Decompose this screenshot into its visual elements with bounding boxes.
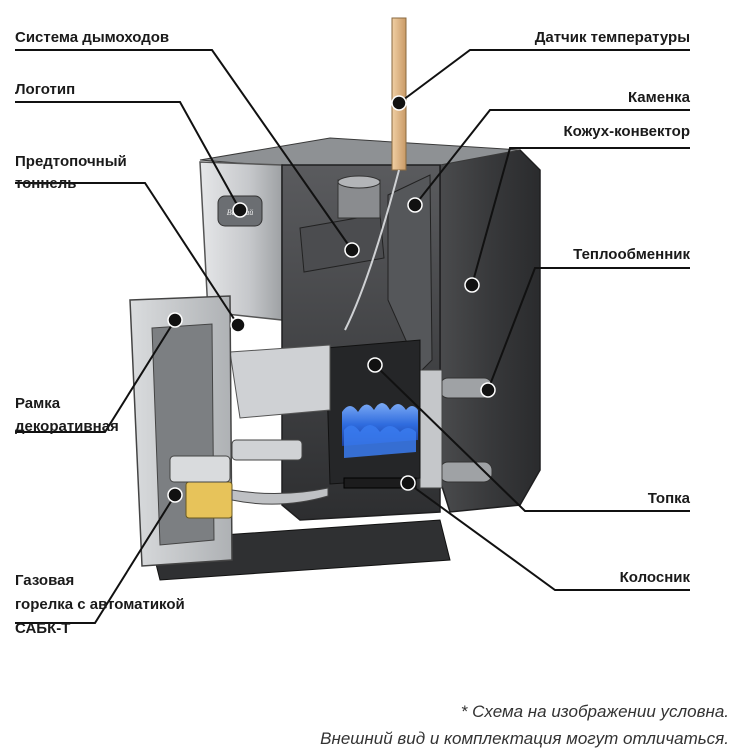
label-heat-exchanger: Теплообменник xyxy=(573,246,690,263)
temperature-sensor xyxy=(344,17,407,331)
stove-illustration: Везувий xyxy=(129,17,541,581)
footnote-line1: * Схема на изображении условна. xyxy=(460,702,729,721)
label-frame-line2: декоративная xyxy=(15,418,119,435)
label-convector: Кожух-конвектор xyxy=(563,123,691,140)
label-burner-line1: Газовая xyxy=(15,572,75,589)
label-frame-line1: Рамка xyxy=(15,395,61,412)
footnote-line2: Внешний вид и комплектация могут отличат… xyxy=(320,729,729,748)
label-temp-sensor: Датчик температуры xyxy=(534,29,690,46)
label-burner-line2: горелка с автоматикой xyxy=(15,596,185,613)
gas-burner-assembly xyxy=(169,439,329,519)
callout-dots xyxy=(167,95,496,503)
callout-lines xyxy=(15,49,690,624)
label-grate: Колосник xyxy=(619,569,690,586)
label-burner-line3: САБК-Т xyxy=(15,620,71,637)
label-stone-box: Каменка xyxy=(627,89,690,106)
burner-flames xyxy=(342,403,418,458)
label-tunnel-line1: Предтопочный xyxy=(15,153,127,170)
decorative-frame-door xyxy=(129,295,233,567)
label-logo: Логотип xyxy=(15,81,76,98)
label-tunnel-line2: тоннель xyxy=(15,175,77,192)
label-chimney-system: Система дымоходов xyxy=(15,29,170,46)
label-firebox: Топка xyxy=(647,490,690,507)
